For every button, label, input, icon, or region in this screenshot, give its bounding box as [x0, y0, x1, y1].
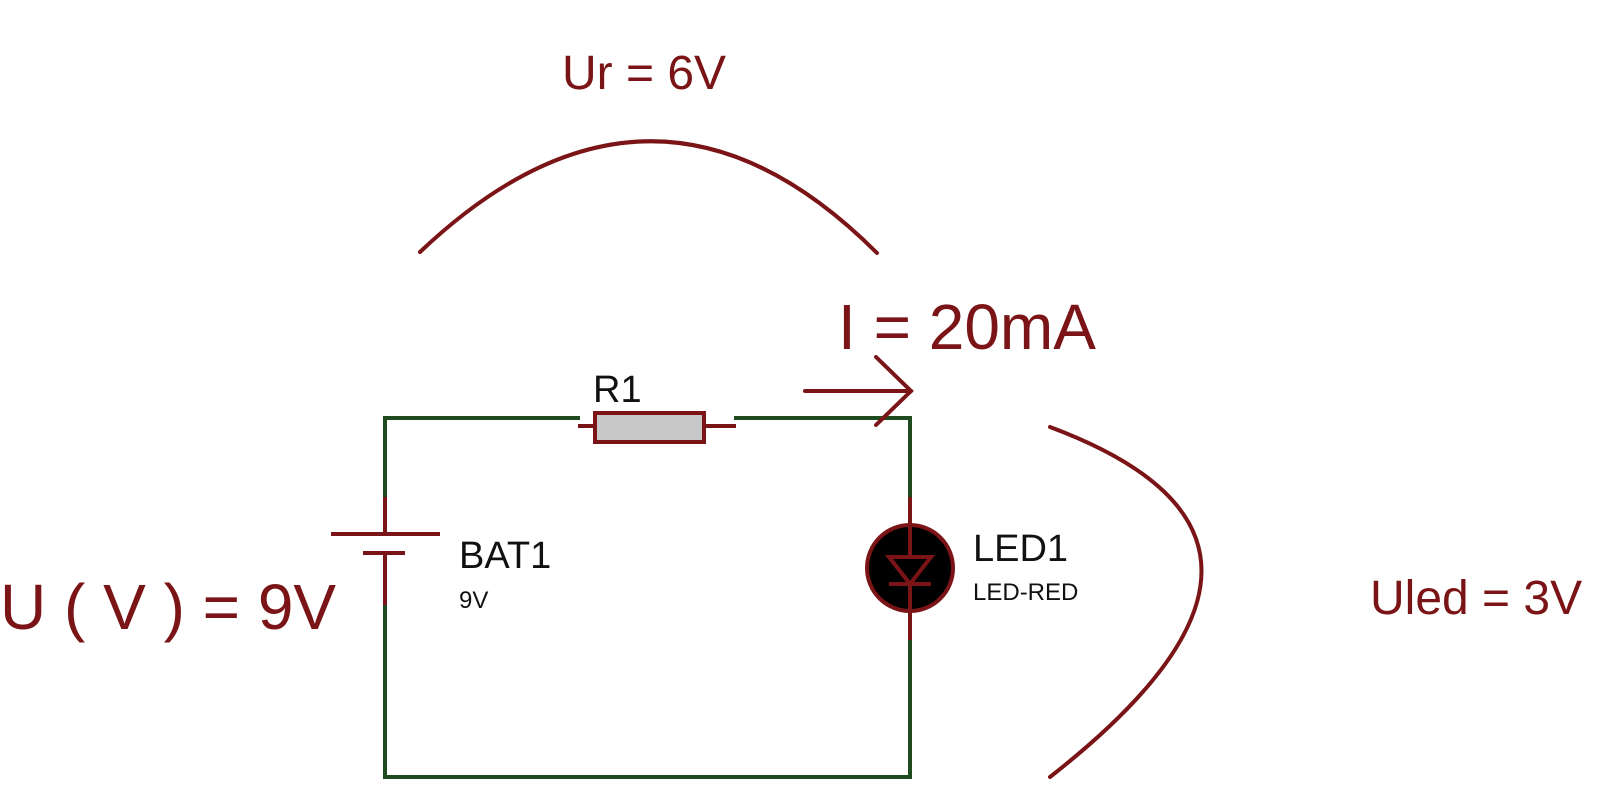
battery-ref-label: BAT1 — [459, 535, 551, 577]
battery-value-label: 9V — [459, 587, 488, 614]
led-voltage-arc — [1048, 425, 1204, 779]
battery-icon — [331, 497, 440, 605]
led-ref-label: LED1 — [973, 528, 1068, 570]
wire-top-left — [383, 416, 580, 499]
resistor-voltage-arc — [418, 139, 879, 255]
resistor-icon — [578, 411, 736, 444]
circuit-wires — [383, 416, 912, 779]
resistor-voltage-label: Ur = 6V — [562, 47, 726, 100]
current-label: I = 20mA — [838, 291, 1096, 363]
wire-bottom — [383, 603, 912, 779]
current-arrow-icon — [803, 355, 914, 427]
resistor-ref-label: R1 — [593, 369, 642, 411]
led-value-label: LED-RED — [973, 579, 1078, 606]
wire-top-right — [734, 416, 912, 499]
led-icon — [865, 497, 955, 640]
source-voltage-label: U ( V ) = 9V — [0, 571, 336, 643]
led-voltage-label: Uled = 3V — [1370, 572, 1582, 625]
